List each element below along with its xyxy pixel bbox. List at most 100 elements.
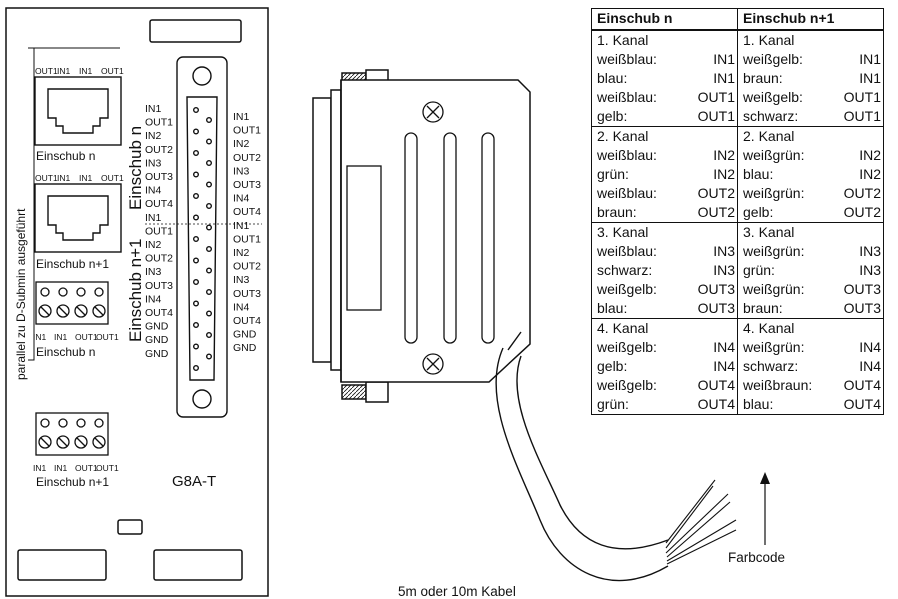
- terminal-label: IN1: [54, 463, 68, 473]
- wire-signal: IN4: [713, 358, 735, 374]
- wire-color: schwarz:: [597, 262, 653, 278]
- rj-pin-label: IN1: [57, 173, 71, 183]
- wire-color: weißbraun:: [743, 377, 813, 393]
- wire-color: weißblau:: [597, 185, 657, 201]
- wiring-table-cell: weißgrün:IN2: [737, 146, 884, 165]
- wire-signal: OUT2: [697, 204, 735, 220]
- terminal-hole: [76, 287, 86, 297]
- rj-pin-label: OUT1: [101, 66, 124, 76]
- dsub-left-pin-labels: IN1OUT1IN2OUT2IN3OUT3IN4OUT4IN1OUT1IN2OU…: [145, 103, 173, 360]
- dsub-pin: [192, 365, 199, 372]
- dsub-left-pin-label: GND: [145, 334, 169, 346]
- wiring-table-cell: braun:OUT3: [737, 299, 884, 319]
- wiring-table-cell: weißgrün: IN3: [737, 242, 884, 261]
- dsub-right-pin-labels: IN1OUT1IN2OUT2IN3OUT3IN4OUT4IN1OUT1IN2OU…: [233, 111, 261, 354]
- wire-color: braun:: [597, 204, 637, 220]
- dsub-pin: [205, 202, 212, 209]
- wiring-table-cell: braun:IN1: [737, 69, 884, 88]
- dsub-pin: [205, 353, 212, 360]
- wire-signal: OUT3: [697, 300, 735, 316]
- cable-wire-ends: [665, 479, 737, 565]
- wire-color: braun:: [743, 70, 783, 86]
- wiring-table-cell: 4. Kanal: [591, 318, 738, 338]
- dsub-left-pin-label: IN2: [145, 130, 162, 142]
- dsub-right-pin-label: OUT2: [233, 261, 261, 273]
- terminal-hole: [76, 418, 86, 428]
- dsub-right-pin-label: OUT1: [233, 233, 261, 245]
- terminal-hole: [58, 418, 68, 428]
- terminal-screw-slot: [40, 306, 50, 316]
- wire-signal: OUT1: [697, 89, 735, 105]
- dsub-label-einschub-n: Einschub n: [126, 126, 145, 210]
- hood-screw-top-icon: [422, 101, 444, 123]
- rj-pin-label: IN1: [57, 66, 71, 76]
- wiring-table-cell: weißgrün:IN4: [737, 338, 884, 357]
- wire-color: schwarz:: [743, 108, 799, 124]
- terminal-hole: [58, 287, 68, 297]
- connector-hood: [312, 69, 531, 403]
- terminal-hole: [40, 418, 50, 428]
- wire-signal: IN2: [859, 166, 881, 182]
- dsub-left-pin-label: OUT4: [145, 307, 173, 319]
- terminal-block-1: [35, 281, 109, 325]
- dsub-connector: [176, 56, 228, 418]
- wire-signal: IN3: [713, 262, 735, 278]
- dsub-left-pin-label: IN2: [145, 239, 162, 251]
- dsub-right-pin-label: IN3: [233, 274, 250, 286]
- wiring-table-cell: grün:IN3: [737, 261, 884, 280]
- wire-color: weißblau:: [597, 243, 657, 259]
- wiring-table-cell: blau:IN2: [737, 165, 884, 184]
- wiring-table-cell: 2. Kanal: [737, 126, 884, 146]
- wire-color: blau:: [597, 300, 628, 316]
- wiring-table-cell: weißbraun:OUT4: [737, 376, 884, 395]
- dsub-pin: [192, 322, 199, 329]
- wiring-table-cell: 3. Kanal: [591, 222, 738, 242]
- rj-pin-label: OUT1: [35, 66, 58, 76]
- wiring-table-cell: weißblau:IN2: [591, 146, 738, 165]
- dsub-right-pin-label: IN2: [233, 247, 250, 259]
- wire-color: blau:: [743, 396, 774, 412]
- wire-color: weißgrün:: [743, 243, 805, 259]
- wiring-table-cell: 3. Kanal: [737, 222, 884, 242]
- wiring-table-cell: blau: OUT3: [591, 299, 738, 319]
- wire-signal: OUT3: [843, 300, 881, 316]
- dsub-left-pin-label: OUT2: [145, 253, 173, 265]
- wire-color: gelb:: [597, 108, 628, 124]
- terminal-label: OUT1: [75, 463, 98, 473]
- dsub-left-pin-label: IN3: [145, 266, 162, 278]
- dsub-left-pin-label: OUT4: [145, 198, 173, 210]
- dsub-right-pin-label: OUT2: [233, 152, 261, 164]
- dsub-left-pin-label: OUT1: [145, 117, 173, 129]
- wire-color: blau:: [597, 70, 628, 86]
- terminal-label: IN1: [33, 332, 47, 342]
- wire-color: weißgelb:: [597, 339, 657, 355]
- wire-signal: IN3: [859, 243, 881, 259]
- wire-signal: IN2: [859, 147, 881, 163]
- dsub-right-pin-label: GND: [233, 329, 257, 341]
- wire-color: weißgrün:: [743, 281, 805, 297]
- rj-pin-label: OUT1: [35, 173, 58, 183]
- wire-color: weißgelb:: [743, 51, 803, 67]
- terminal-block-2: [35, 412, 109, 456]
- wire-color: gelb:: [743, 204, 774, 220]
- wire-color: weißblau:: [597, 147, 657, 163]
- dsub-right-pin-label: OUT4: [233, 315, 261, 327]
- dsub-pin: [205, 289, 212, 296]
- terminal-screw-slot: [40, 437, 50, 447]
- dsub-left-pin-label: IN4: [145, 293, 162, 305]
- wire-color: weißgelb:: [597, 377, 657, 393]
- wire-color: grün:: [597, 166, 629, 182]
- dsub-right-pin-label: IN1: [233, 220, 250, 232]
